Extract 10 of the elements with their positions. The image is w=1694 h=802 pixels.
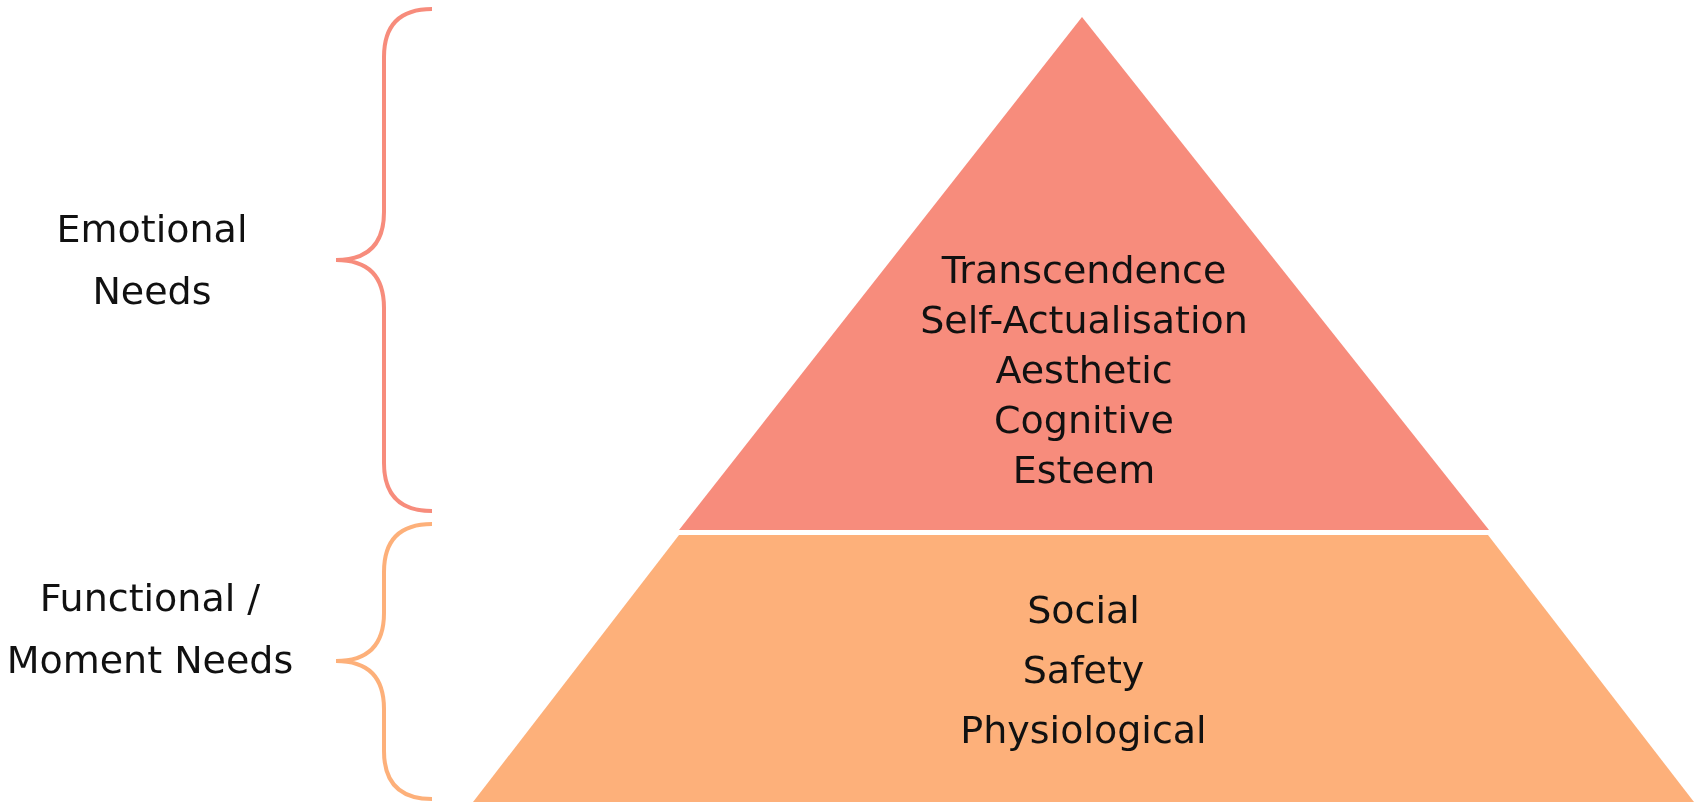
need-level-text: Cognitive (994, 397, 1174, 444)
group-label: Functional / Moment Needs (5, 575, 295, 684)
group-label: Emotional Needs (55, 206, 249, 315)
need-level-text: Esteem (1012, 447, 1156, 494)
need-level-text: Physiological (960, 707, 1207, 754)
need-level-text: Self-Actualisation (920, 297, 1248, 344)
need-level-text: Transcendence (941, 247, 1227, 294)
need-level-text: Social (1027, 587, 1140, 634)
need-level-text: Aesthetic (995, 347, 1173, 394)
need-level-text: Safety (1022, 647, 1145, 694)
